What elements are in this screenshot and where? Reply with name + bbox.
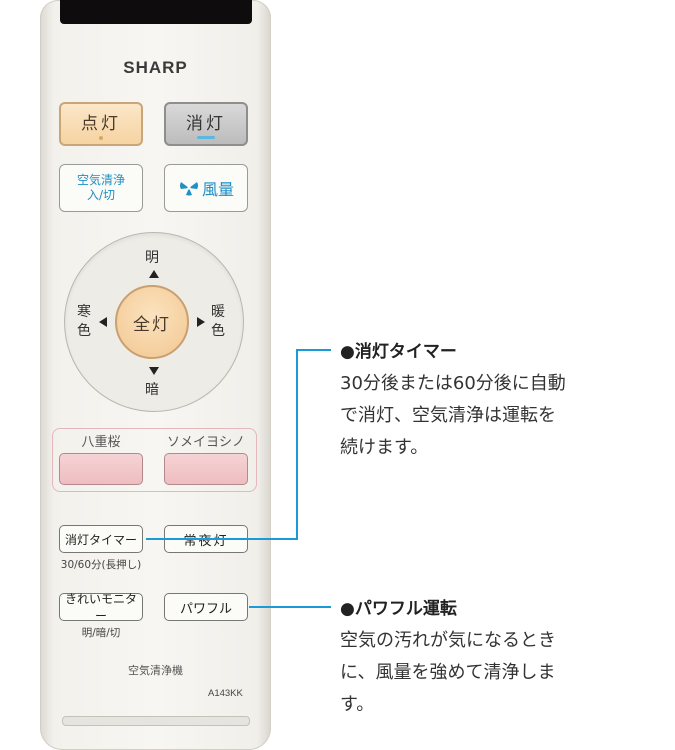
powerful-button[interactable]: パワフル (164, 593, 248, 621)
air-purifier-label-line1: 空気清浄 (76, 173, 125, 187)
light-off-indicator (197, 136, 215, 139)
light-off-label: 消灯 (186, 114, 226, 134)
dial-up-label: 明 (145, 250, 159, 266)
preset-1-label: 八重桜 (81, 435, 121, 450)
dial-right-label-line2: 色 (211, 323, 225, 339)
clean-monitor-caption: 明/暗/切 (81, 627, 121, 639)
dial-right-label-line1: 暖 (211, 304, 225, 320)
fan-volume-button[interactable]: 風量 (164, 164, 248, 212)
preset-2-label: ソメイヨシノ (166, 435, 245, 450)
dimmer-arrow-icon[interactable] (149, 367, 159, 375)
annotation-powerful-title: ●パワフル運転 (340, 599, 457, 619)
leader-line-timer-to-button (146, 538, 298, 540)
light-off-button[interactable]: 消灯 (164, 102, 248, 146)
remote-control: SHARP 点灯 消灯 空気清浄 入/切 風量 明 暗 寒 色 暖 色 (40, 0, 271, 750)
annotation-off-timer: ●消灯タイマー 30分後または60分後に自動 で消灯、空気清浄は運転を 続けます… (340, 337, 566, 464)
dial-left-label-line1: 寒 (77, 304, 91, 320)
battery-cover-slot (62, 716, 250, 726)
off-timer-caption: 30/60分(長押し) (60, 559, 142, 571)
light-dial: 明 暗 寒 色 暖 色 全灯 (64, 232, 244, 412)
annotation-powerful: ●パワフル運転 空気の汚れが気になるとき に、風量を強めて清浄しま す。 (340, 594, 556, 721)
cool-color-arrow-icon[interactable] (99, 317, 107, 327)
leader-line-timer-h (297, 349, 331, 351)
annotation-off-timer-title: ●消灯タイマー (340, 342, 457, 362)
annotation-off-timer-line: で消灯、空気清浄は運転を (340, 405, 556, 426)
light-on-button[interactable]: 点灯 (59, 102, 143, 146)
air-purifier-section-label: 空気清浄機 (128, 664, 183, 677)
preset-1-button[interactable] (59, 453, 143, 485)
brighter-arrow-icon[interactable] (149, 270, 159, 278)
annotation-off-timer-line: 続けます。 (340, 437, 429, 458)
annotation-off-timer-body: 30分後または60分後に自動 で消灯、空気清浄は運転を 続けます。 (340, 368, 566, 464)
annotation-powerful-line: す。 (340, 694, 375, 715)
fan-icon (179, 182, 198, 196)
preset-group: 八重桜 ソメイヨシノ (52, 428, 257, 492)
warm-color-arrow-icon[interactable] (197, 317, 205, 327)
leader-line-powerful (249, 606, 331, 608)
brand-logo: SHARP (123, 58, 188, 77)
fan-volume-label: 風量 (201, 180, 234, 199)
leader-line-timer-v (296, 349, 298, 539)
full-light-button[interactable]: 全灯 (115, 285, 189, 359)
air-purifier-label-line2: 入/切 (86, 188, 116, 202)
off-timer-button[interactable]: 消灯タイマー (59, 525, 143, 553)
preset-2-button[interactable] (164, 453, 248, 485)
dial-left-label: 寒 色 (77, 303, 91, 341)
model-number: A143KK (208, 688, 243, 699)
dial-right-label: 暖 色 (211, 303, 225, 341)
light-on-label: 点灯 (81, 113, 121, 134)
annotation-powerful-line: に、風量を強めて清浄しま (340, 662, 556, 683)
annotation-off-timer-line: 30分後または60分後に自動 (340, 373, 566, 394)
clean-monitor-button[interactable]: きれいモニター (59, 592, 143, 623)
annotation-powerful-body: 空気の汚れが気になるとき に、風量を強めて清浄しま す。 (340, 625, 556, 721)
annotation-powerful-line: 空気の汚れが気になるとき (340, 630, 556, 651)
air-purifier-toggle-button[interactable]: 空気清浄 入/切 (59, 164, 143, 212)
dial-down-label: 暗 (145, 382, 159, 398)
ir-window (60, 0, 252, 24)
light-on-indicator (99, 135, 103, 140)
dial-left-label-line2: 色 (77, 323, 91, 339)
